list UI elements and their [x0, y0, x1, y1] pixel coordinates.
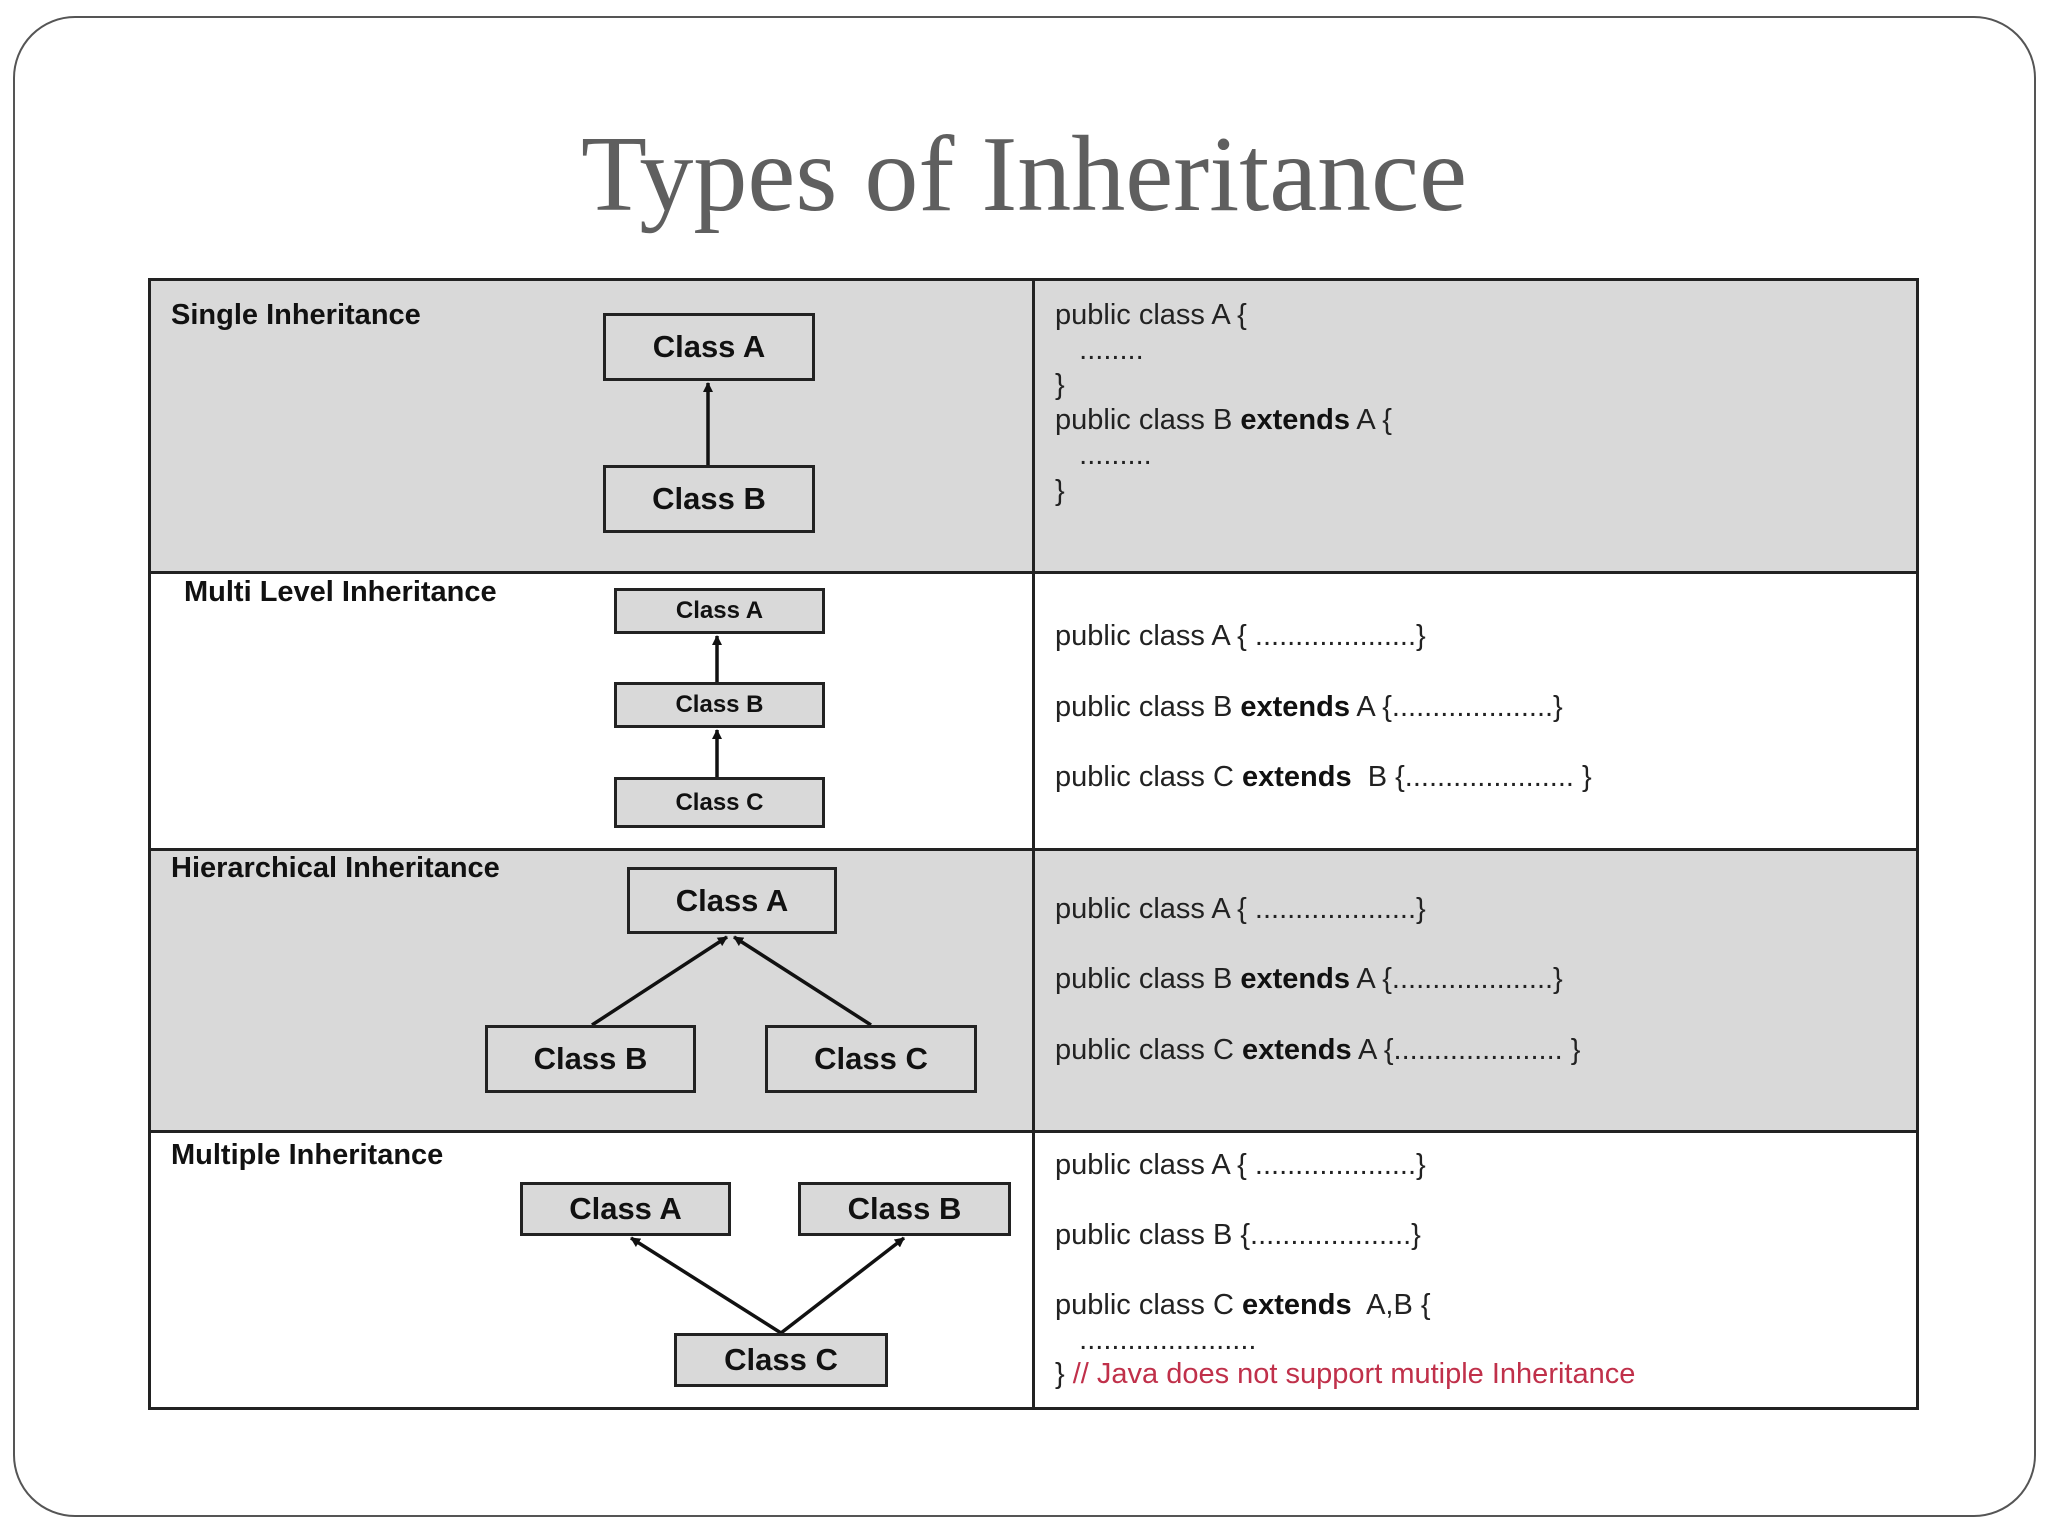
single-diagram-cell — [148, 278, 1035, 574]
code-line: public class A { — [1055, 299, 1247, 331]
code-line: public class B extends A {..............… — [1055, 963, 1563, 995]
multilevel-inheritance-label: Multi Level Inheritance — [184, 576, 497, 608]
code-line: ........ — [1055, 334, 1144, 366]
arrow-c-to-a — [630, 1236, 782, 1335]
class-a-box: Class A — [614, 588, 825, 634]
class-b-box: Class B — [485, 1025, 696, 1093]
single-inheritance-label: Single Inheritance — [171, 299, 421, 331]
code-line: } — [1055, 475, 1065, 507]
code-line: public class A { ....................} — [1055, 893, 1426, 925]
arrow-c-to-b — [779, 1236, 906, 1335]
code-line: ...................... — [1055, 1324, 1257, 1356]
code-line: public class A { ....................} — [1055, 620, 1426, 652]
multilevel-diagram-cell — [148, 571, 1035, 851]
multiple-code-cell — [1032, 1130, 1919, 1410]
code-line: public class A { ....................} — [1055, 1149, 1426, 1181]
hierarchical-code-cell — [1032, 848, 1919, 1133]
multilevel-code-cell — [1032, 571, 1919, 851]
code-line: public class B extends A {..............… — [1055, 691, 1563, 723]
code-comment: // Java does not support mutiple Inherit… — [1064, 1358, 1636, 1390]
class-a-box: Class A — [520, 1182, 731, 1236]
class-a-box: Class A — [603, 313, 815, 381]
arrow-b-to-a — [591, 935, 728, 1027]
code-line: ......... — [1055, 439, 1152, 471]
class-b-box: Class B — [614, 682, 825, 728]
hierarchical-inheritance-label: Hierarchical Inheritance — [171, 852, 500, 884]
multiple-inheritance-label: Multiple Inheritance — [171, 1139, 444, 1171]
slide-title: Types of Inheritance — [580, 115, 1468, 234]
code-line: public class B extends A { — [1055, 404, 1392, 436]
code-line: public class C extends B {..............… — [1055, 761, 1592, 793]
code-line: public class C extends A,B { — [1055, 1289, 1431, 1321]
slide-frame — [13, 16, 2036, 1517]
class-c-box: Class C — [674, 1333, 888, 1387]
code-line: } — [1055, 369, 1065, 401]
class-b-box: Class B — [603, 465, 815, 533]
class-c-box: Class C — [765, 1025, 977, 1093]
class-b-box: Class B — [798, 1182, 1011, 1236]
code-line: public class B {....................} — [1055, 1219, 1421, 1251]
arrow-c-to-a — [733, 935, 872, 1027]
class-c-box: Class C — [614, 777, 825, 828]
class-a-box: Class A — [627, 867, 837, 934]
code-line: public class C extends A {..............… — [1055, 1034, 1581, 1066]
code-line: } // Java does not support mutiple Inher… — [1055, 1358, 1636, 1390]
